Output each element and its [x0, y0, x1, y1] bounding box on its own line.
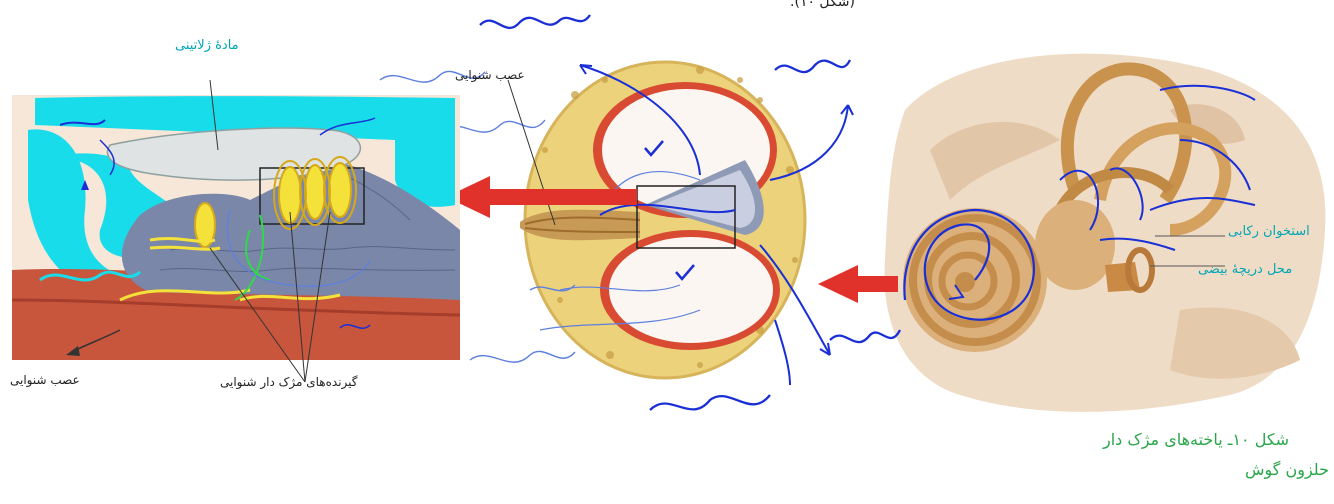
label-stapes: استخوان رکابی	[1228, 224, 1310, 239]
label-hair-cell-receptors: گیرنده‌های مژک دار شنوایی	[220, 375, 358, 389]
label-auditory-nerve-top: عصب شنوایی	[455, 68, 525, 82]
figure-caption-line1: شکل ۱۰ـ یاخته‌های مژک دار	[1103, 430, 1289, 449]
label-gelatinous-material: مادهٔ ژلاتینی	[175, 38, 239, 53]
top-text-fragment: (شکل ۱۰).	[790, 0, 855, 10]
organ-of-corti-illustration	[12, 80, 460, 382]
figure-caption-line2: حلزون گوش	[1245, 460, 1329, 479]
label-auditory-nerve-left: عصب شنوایی	[10, 373, 80, 387]
label-oval-window: محل دریچهٔ بیضی	[1198, 262, 1292, 277]
